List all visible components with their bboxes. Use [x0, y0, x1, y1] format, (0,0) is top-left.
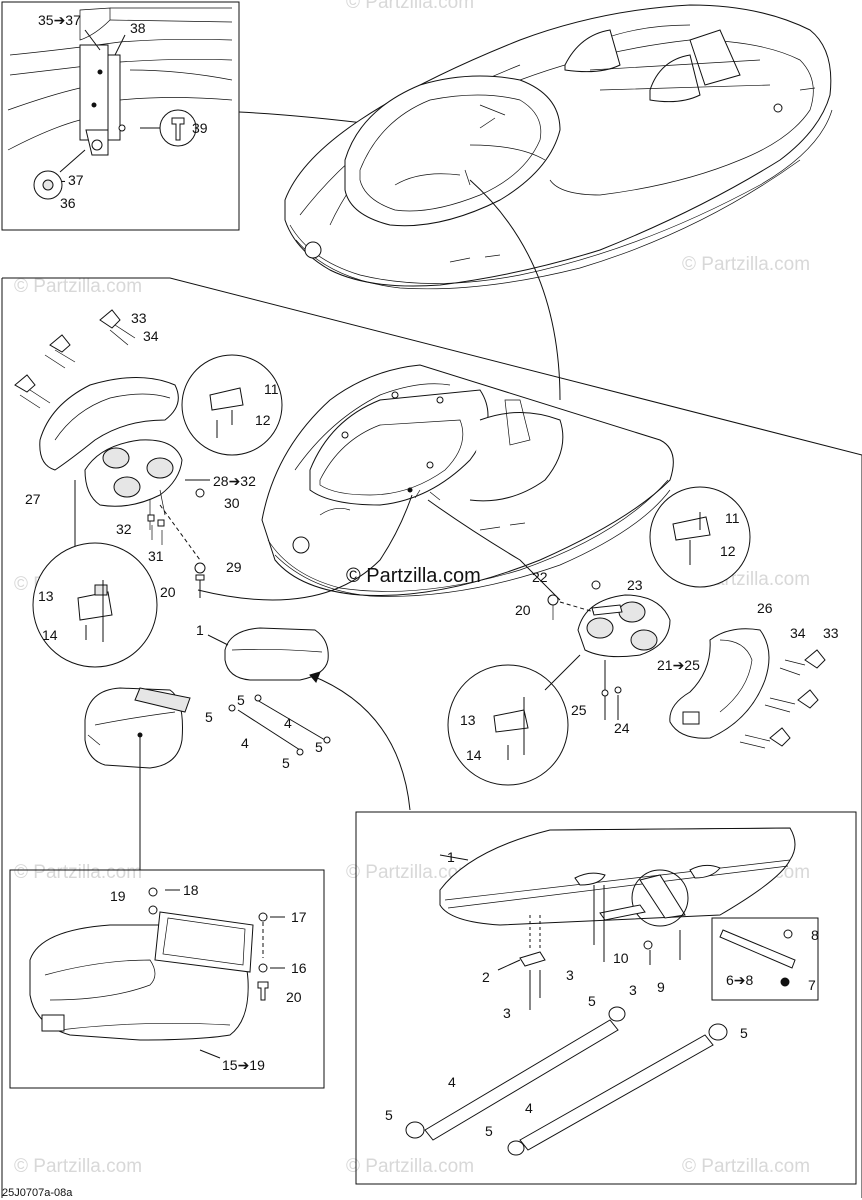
callout-label: 34 — [790, 625, 806, 641]
left-seat-assembly — [14, 309, 283, 668]
callout-label: 1 — [447, 849, 455, 865]
callout-label: 27 — [25, 491, 41, 507]
callout-label: 24 — [614, 720, 630, 736]
callout-label: 19 — [110, 888, 126, 904]
callout-label: 5 — [588, 993, 596, 1009]
callout-label: 4 — [241, 735, 249, 751]
callout-label: 28➔32 — [213, 473, 256, 489]
callout-label: 26 — [757, 600, 773, 616]
callout-label: 5 — [740, 1025, 748, 1041]
callout-label: 35➔37 — [38, 12, 81, 28]
callout-label: 22 — [532, 569, 548, 585]
callout-label: 5 — [205, 709, 213, 725]
svg-text:-: - — [61, 172, 66, 188]
right-seat-assembly — [447, 486, 826, 786]
watermark-main: © Partzilla.com — [346, 565, 481, 587]
leader-line — [427, 499, 561, 601]
callout-label: 9 — [657, 979, 665, 995]
callout-label: 3 — [629, 982, 637, 998]
callout-label: 1 — [196, 622, 204, 638]
callout-label: 31 — [148, 548, 164, 564]
boat-overview — [284, 4, 833, 290]
callout-label: 37 — [68, 172, 84, 188]
callout-label: 4 — [284, 715, 292, 731]
callout-label: 12 — [255, 412, 271, 428]
callout-label: 3 — [566, 967, 574, 983]
callout-label: 23 — [627, 577, 643, 593]
callout-label: 33 — [823, 625, 839, 641]
callout-label: 33 — [131, 310, 147, 326]
callout-label: 17 — [291, 909, 307, 925]
callout-label: 8 — [811, 927, 819, 943]
center-parts — [84, 627, 411, 870]
callout-label: 13 — [38, 588, 54, 604]
callout-label: 21➔25 — [657, 657, 700, 673]
callout-label: 36 — [60, 195, 76, 211]
watermark: © Partzilla.com — [346, 862, 474, 883]
callout-label: 30 — [224, 495, 240, 511]
callout-label: 39 — [192, 120, 208, 136]
callout-label: 12 — [720, 543, 736, 559]
watermark: © Partzilla.com — [682, 254, 810, 275]
callout-label: 14 — [42, 627, 58, 643]
main-frame — [1, 277, 862, 1198]
watermark: © Partzilla.com — [14, 1156, 142, 1177]
leader-line — [197, 494, 413, 601]
watermark: © Partzilla.com — [14, 862, 142, 883]
callout-label: 5 — [485, 1123, 493, 1139]
callout-label: 18 — [183, 882, 199, 898]
callout-label: 38 — [130, 20, 146, 36]
callout-label: 29 — [226, 559, 242, 575]
detail-box-seat — [9, 869, 325, 1089]
watermark: © Partzilla.com — [682, 1156, 810, 1177]
callout-label: 32 — [116, 521, 132, 537]
callout-label: 2 — [482, 969, 490, 985]
callout-label: 11 — [725, 510, 740, 526]
callout-label: 20 — [160, 584, 176, 600]
diagram-code: 25J0707a-08a — [2, 1187, 73, 1199]
watermark: © Partzilla.com — [14, 276, 142, 297]
callout-label: 5 — [315, 739, 323, 755]
detail-box-windshield: 35➔37 38 39 37 36 - — [1, 1, 240, 231]
callout-label: 13 — [460, 712, 476, 728]
callout-label: 5 — [282, 755, 290, 771]
callout-label: 5 — [237, 692, 245, 708]
detail-box-cushion — [355, 811, 857, 1185]
callout-label: 7 — [808, 977, 816, 993]
watermark: © Partzilla.com — [346, 1156, 474, 1177]
callout-label: 20 — [286, 989, 302, 1005]
watermark: © Partzilla.com — [346, 0, 474, 13]
callout-label: 25 — [571, 702, 587, 718]
callout-label: 3 — [503, 1005, 511, 1021]
callout-label: 14 — [466, 747, 482, 763]
callout-label: 4 — [525, 1100, 533, 1116]
callout-label: 15➔19 — [222, 1057, 265, 1073]
callout-label: 20 — [515, 602, 531, 618]
boat-bow-section — [261, 364, 674, 597]
callout-label: 34 — [143, 328, 159, 344]
callout-label: 16 — [291, 960, 307, 976]
detail-circle-bracket-right-top — [649, 486, 751, 588]
leader-line — [469, 179, 561, 401]
callout-label: 11 — [264, 381, 279, 397]
callout-label: 6➔8 — [726, 972, 754, 988]
callout-label: 4 — [448, 1074, 456, 1090]
callout-label: 5 — [385, 1107, 393, 1123]
callout-label: 10 — [613, 950, 629, 966]
